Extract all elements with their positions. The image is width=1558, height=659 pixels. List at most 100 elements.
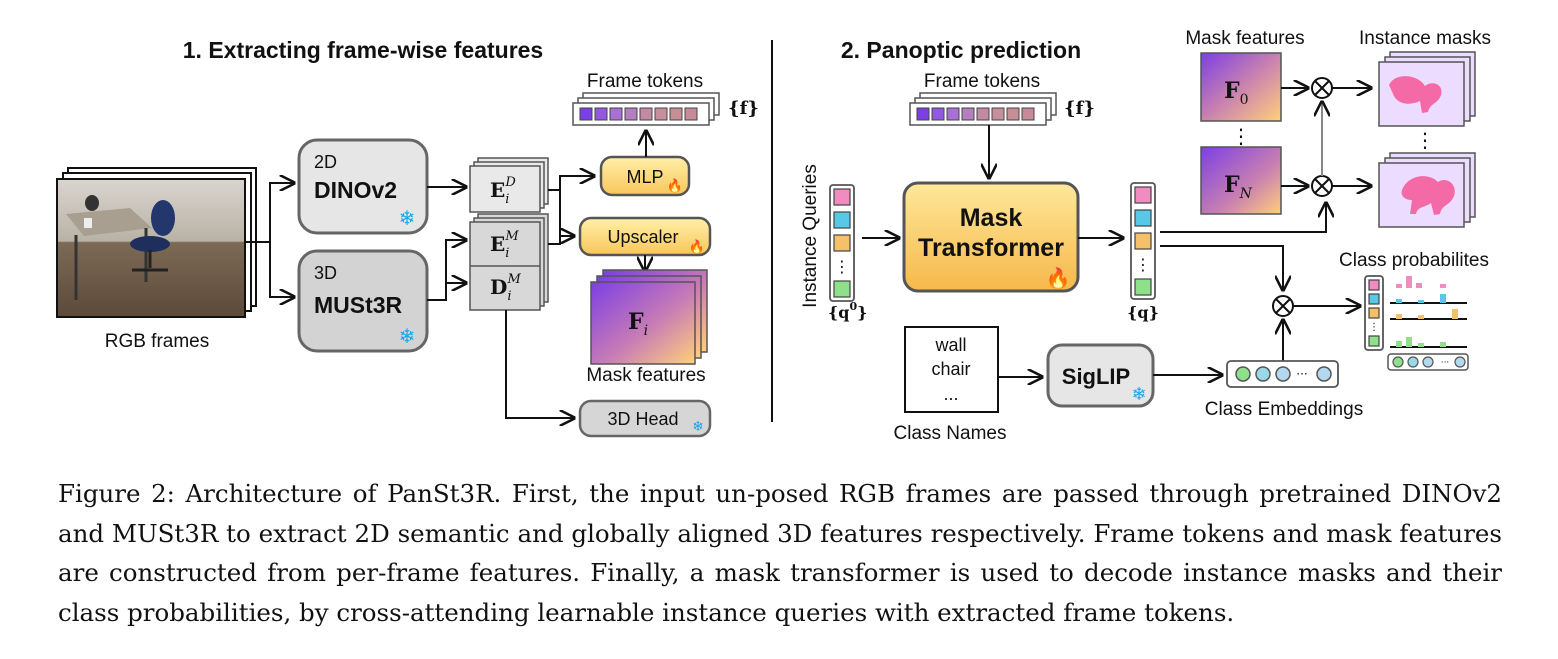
otimes-ops	[1272, 77, 1333, 317]
frozen-icon: ❄	[399, 206, 416, 230]
instance-queries-label: Instance Queries	[800, 164, 821, 308]
mask-transformer-box: Mask Transformer 🔥	[902, 181, 1080, 293]
frame-token	[961, 107, 975, 121]
frame-token	[624, 107, 638, 121]
frame-tokens-set-1: {f}	[728, 98, 759, 119]
f0-base: F	[1224, 78, 1240, 104]
must3r-name: MUSt3R	[314, 292, 403, 318]
ellipsis-vertical: ⋮	[1369, 322, 1379, 333]
mask-connectors	[1281, 88, 1371, 367]
query-column-q: ⋮	[1130, 182, 1156, 300]
query-token	[1134, 209, 1152, 227]
ellipsis-vertical: ⋮	[834, 257, 850, 276]
svg-text:Fi: Fi	[628, 309, 648, 339]
query-token	[1368, 293, 1380, 305]
svg-text:DiM: DiM	[490, 272, 522, 304]
frame-token	[579, 107, 593, 121]
class-name-1: chair	[931, 359, 970, 379]
class-name-2: ...	[943, 384, 958, 404]
head-connectors	[505, 176, 594, 418]
e-d-base: E	[490, 178, 505, 202]
class-prob-bars: ···	[1387, 276, 1469, 371]
rgb-frame-photo	[56, 178, 246, 318]
query-token	[1368, 335, 1380, 347]
class-prob-query-column: ⋮	[1364, 275, 1384, 351]
dinov2-name: DINOv2	[314, 177, 397, 203]
frozen-icon: ❄	[1131, 384, 1146, 405]
class-embeddings: ··· Class Embeddings	[1205, 360, 1363, 420]
e-m-sup: M	[504, 229, 519, 244]
mlp-label: MLP	[626, 167, 663, 187]
d-m-sup: M	[507, 272, 522, 287]
frame-token	[669, 107, 683, 121]
query-token	[833, 211, 851, 229]
frame-tokens-label-1: Frame tokens	[587, 71, 703, 92]
q-set: {q}	[1127, 303, 1159, 322]
q0-set: {q0}	[828, 300, 867, 322]
head-3d-label: 3D Head	[607, 409, 678, 429]
must3r-box: 3D MUSt3R ❄	[297, 249, 429, 353]
query-token	[1134, 186, 1152, 204]
svg-text:F0: F0	[1224, 78, 1249, 108]
query-token	[1368, 279, 1380, 291]
svg-text:EiM: EiM	[490, 229, 519, 261]
fn-base: F	[1224, 172, 1240, 198]
frame-token	[991, 107, 1005, 121]
architecture-diagram: 1. Extracting frame-wise features RGB fr…	[56, 28, 1491, 444]
d-m-sub: i	[507, 289, 511, 304]
siglip-box: SigLIP ❄	[1046, 343, 1155, 408]
svg-text:EiD: EiD	[490, 175, 516, 207]
query-token	[833, 280, 851, 298]
feature-e-m-d-m: EiM DiM	[469, 213, 549, 311]
frame-token	[916, 107, 930, 121]
mask-transformer-line2: Transformer	[918, 234, 1064, 262]
embeddings-ellipsis: ···	[1296, 367, 1307, 381]
instance-masks-label: Instance masks	[1359, 28, 1491, 49]
fn-sub: N	[1239, 186, 1253, 202]
frame-token	[931, 107, 945, 121]
frozen-icon: ❄	[692, 419, 704, 435]
fi-base: F	[628, 309, 644, 335]
rgb-frames-label: RGB frames	[105, 331, 210, 352]
siglip-label: SigLIP	[1062, 364, 1130, 389]
section1-title: 1. Extracting frame-wise features	[183, 37, 543, 63]
trainable-icon: 🔥	[689, 239, 705, 255]
svg-text:···: ···	[1441, 358, 1450, 368]
f0-sub: 0	[1240, 92, 1249, 108]
query-token	[833, 188, 851, 206]
class-embeddings-label: Class Embeddings	[1205, 399, 1363, 420]
frame-tokens-2: Frame tokens {f}	[909, 71, 1095, 126]
ellipsis-vertical: ⋮	[1135, 255, 1151, 274]
upscaler-label: Upscaler	[607, 227, 678, 247]
trainable-icon: 🔥	[1046, 266, 1071, 290]
fi-sub: i	[644, 323, 648, 339]
frame-tokens-label-2: Frame tokens	[924, 71, 1040, 92]
frame-token	[609, 107, 623, 121]
must3r-tag: 3D	[314, 263, 337, 283]
query-token	[1368, 307, 1380, 319]
class-names-box: wall chair ... Class Names	[894, 326, 1006, 444]
mask-feature-f0: F0	[1200, 52, 1282, 122]
mask-transformer-line1: Mask	[960, 204, 1023, 232]
frame-token	[594, 107, 608, 121]
instance-mask-n	[1378, 152, 1476, 228]
query-token	[833, 234, 851, 252]
mask-features-label-2: Mask features	[1185, 28, 1304, 49]
upscaler-box: Upscaler 🔥	[578, 216, 712, 257]
feature-arrows	[427, 187, 466, 301]
section2-title: 2. Panoptic prediction	[841, 37, 1081, 63]
feature-e-d: EiD	[469, 157, 549, 213]
frame-tokens-set-2: {f}	[1064, 98, 1095, 119]
ellipsis-vertical: ⋮	[1415, 128, 1435, 152]
rgb-frames-stack: RGB frames	[56, 167, 257, 352]
d-m-base: D	[490, 275, 507, 299]
svg-text:FN: FN	[1224, 172, 1253, 202]
e-d-sup: D	[504, 175, 516, 190]
query-token	[1134, 278, 1152, 296]
dinov2-tag: 2D	[314, 152, 337, 172]
frame-token	[654, 107, 668, 121]
dinov2-box: 2D DINOv2 ❄	[297, 138, 429, 235]
query-token	[1134, 232, 1152, 250]
frame-token	[1006, 107, 1020, 121]
class-probabilities-label: Class probabilites	[1339, 250, 1489, 271]
